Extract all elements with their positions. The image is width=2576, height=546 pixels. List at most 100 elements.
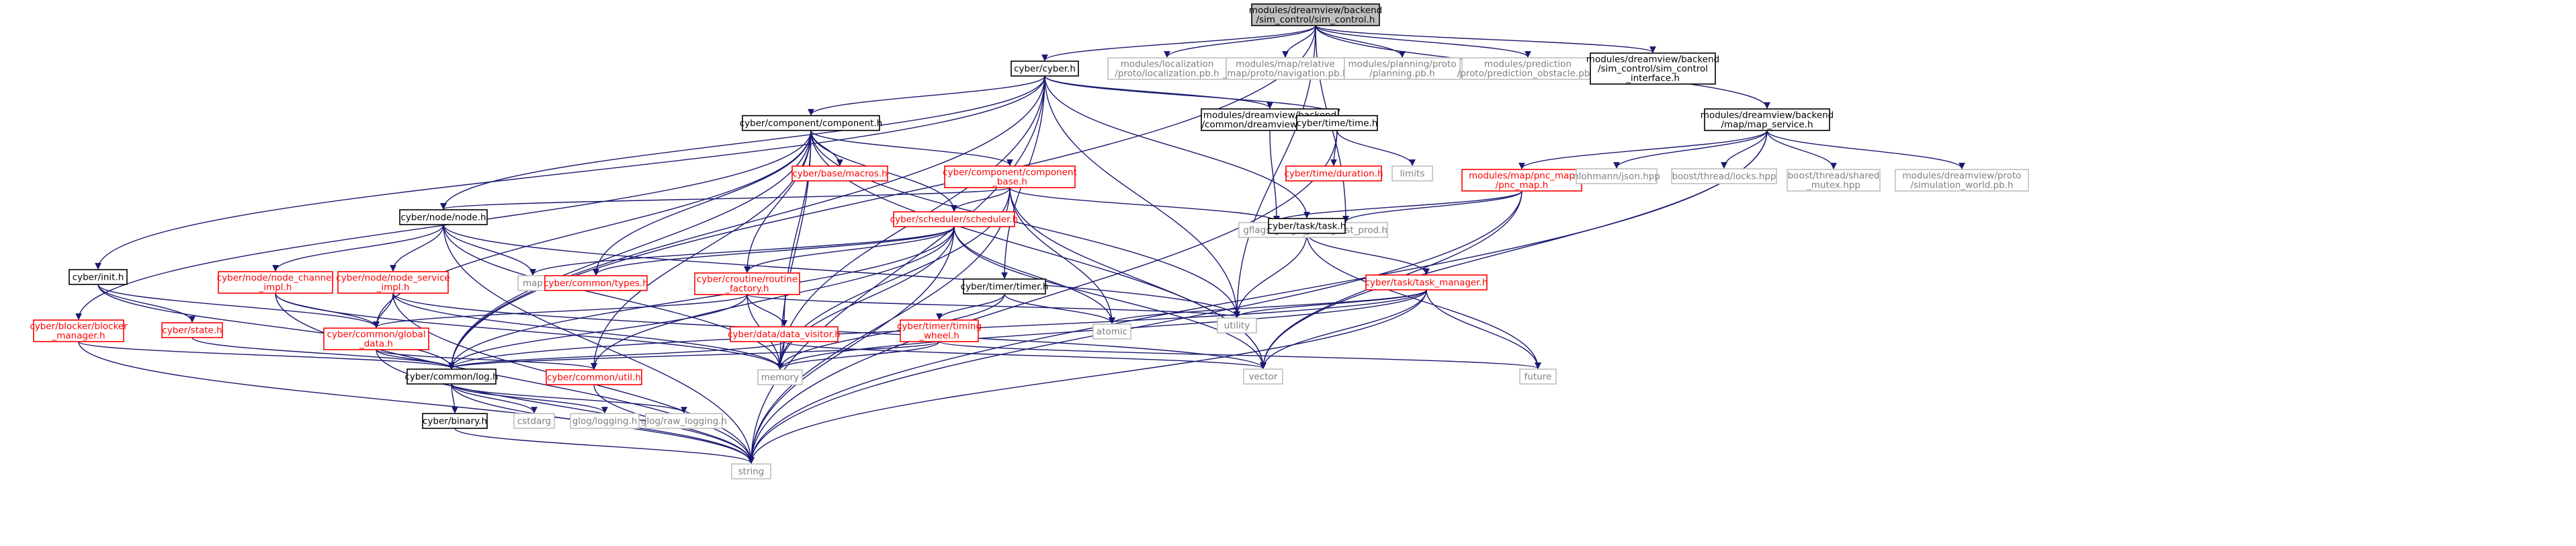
node-plan_pb: modules/planning/proto/planning.pb.h	[1344, 57, 1461, 80]
node-taskmgr[interactable]: cyber/task/task_manager.h	[1365, 274, 1488, 290]
edge-pncmap-to-gtest	[1342, 190, 1522, 223]
node-label-simworld-0: modules/dreamview/proto	[1903, 171, 2022, 182]
node-map: map	[517, 275, 548, 291]
edge-mapsvc-to-locks	[1721, 130, 1768, 169]
node-macros[interactable]: cyber/base/macros.h	[791, 165, 888, 182]
node-sharedmutex: boost/thread/shared_mutex.hpp	[1787, 169, 1881, 192]
node-label-limits-0: limits	[1400, 169, 1425, 180]
node-box-scheduler	[893, 211, 1015, 227]
node-label-compbase-0: cyber/component/component	[943, 167, 1077, 178]
edge-routine-to-utility	[746, 294, 1240, 318]
node-util[interactable]: cyber/common/util.h	[546, 369, 642, 385]
node-state[interactable]: cyber/state.h	[161, 322, 223, 338]
edge-log-to-cstdarg	[451, 383, 538, 414]
node-nodesvc[interactable]: cyber/node/node_service_impl.h	[336, 271, 450, 294]
node-box-types	[544, 275, 648, 291]
node-label-string-0: string	[738, 467, 765, 477]
edge-binary-to-string	[454, 428, 755, 464]
edge-mapsvc-to-pncmap	[1518, 130, 1768, 169]
node-box-blocker	[33, 319, 124, 342]
node-box-task_h	[1268, 218, 1346, 234]
node-init_h[interactable]: cyber/init.h	[69, 269, 128, 285]
node-box-nlohmann	[1576, 168, 1658, 184]
node-root[interactable]: modules/dreamview/backend/sim_control/si…	[1249, 3, 1382, 26]
node-memory: memory	[757, 369, 803, 385]
node-timingwheel[interactable]: cyber/timer/timing_wheel.h	[897, 319, 982, 342]
node-box-globaldata	[323, 327, 429, 350]
node-routine[interactable]: cyber/croutine/routine_factory.h	[694, 272, 800, 295]
node-simif[interactable]: modules/dreamview/backend/sim_control/si…	[1586, 52, 1719, 85]
node-box-log	[406, 368, 497, 385]
node-label-timingwheel-1: _wheel.h	[918, 331, 959, 342]
node-label-routine-1: _factory.h	[724, 284, 769, 295]
node-box-node_h	[399, 209, 488, 225]
node-nav_pb: modules/map/relative_map/proto/navigatio…	[1221, 57, 1348, 80]
node-box-mapsvc	[1704, 108, 1830, 131]
node-label-map-0: map	[523, 278, 543, 289]
node-duration[interactable]: cyber/time/duration.h	[1284, 165, 1383, 182]
node-label-simif-2: _interface.h	[1625, 73, 1680, 84]
node-label-future-0: future	[1525, 372, 1552, 383]
node-box-rawlog	[645, 413, 723, 429]
node-box-time_h	[1296, 115, 1378, 131]
edge-nodechan-to-string	[275, 292, 755, 464]
node-cyber_h[interactable]: cyber/cyber.h	[1011, 61, 1079, 77]
edge-routine-to-globaldata	[373, 294, 748, 328]
node-time_h[interactable]: cyber/time/time.h	[1296, 115, 1378, 131]
edge-timer-to-timingwheel	[936, 293, 1005, 320]
node-label-datavisitor-0: cyber/data/data_visitor.h	[728, 329, 841, 340]
node-compbase[interactable]: cyber/component/component_base.h	[943, 165, 1077, 188]
node-label-memory-0: memory	[761, 373, 799, 383]
node-box-simif	[1590, 52, 1716, 85]
node-label-simworld-1: /simulation_world.pb.h	[1910, 180, 2013, 191]
node-timer[interactable]: cyber/timer/timer.h	[961, 278, 1049, 295]
node-task_h[interactable]: cyber/task/task.h	[1268, 218, 1346, 234]
node-box-util	[546, 369, 642, 385]
node-label-vector-0: vector	[1249, 372, 1278, 383]
node-node_h[interactable]: cyber/node/node.h	[399, 209, 488, 225]
node-label-nodechan-0: cyber/node/node_channel	[217, 273, 335, 284]
edge-mapsvc-to-simworld	[1766, 130, 1965, 169]
edge-task_h-to-future	[1306, 233, 1541, 369]
node-box-nav_pb	[1226, 57, 1345, 80]
node-blocker[interactable]: cyber/blocker/blocker_manager.h	[30, 319, 128, 342]
node-box-future	[1519, 368, 1557, 385]
node-box-macros	[791, 165, 888, 182]
node-component[interactable]: cyber/component/component.h	[740, 115, 883, 131]
edge-node_h-to-memory	[443, 224, 783, 370]
node-label-sharedmutex-1: _mutex.hpp	[1806, 180, 1860, 191]
edge-blocker-to-log	[78, 341, 455, 369]
edge-init_h-to-globaldata	[97, 284, 380, 328]
node-mapsvc[interactable]: modules/dreamview/backend/map/map_servic…	[1701, 108, 1834, 131]
node-box-taskmgr	[1365, 274, 1488, 290]
node-label-mapsvc-1: /map/map_service.h	[1721, 120, 1813, 130]
edge-component-to-datavisitor	[781, 130, 812, 327]
edge-root-to-nav_pb	[1282, 25, 1316, 58]
nodes-layer: modules/dreamview/backend/sim_control/si…	[30, 3, 2029, 479]
node-scheduler[interactable]: cyber/scheduler/scheduler.h	[890, 211, 1019, 227]
node-nlohmann: nlohmann/json.hpp	[1573, 168, 1660, 184]
node-pncmap[interactable]: modules/map/pnc_map/pnc_map.h	[1461, 169, 1582, 192]
node-nodechan[interactable]: cyber/node/node_channel_impl.h	[217, 271, 335, 294]
edge-scheduler-to-string	[748, 226, 955, 464]
node-box-timer	[963, 278, 1046, 295]
node-types[interactable]: cyber/common/types.h	[544, 275, 648, 291]
node-box-timingwheel	[900, 319, 979, 342]
edge-log-to-binary	[451, 383, 458, 414]
node-binary[interactable]: cyber/binary.h	[422, 413, 488, 429]
edge-compbase-to-node_h	[440, 187, 1011, 210]
edge-nodesvc-to-globaldata	[373, 292, 394, 328]
node-label-routine-0: cyber/croutine/routine	[697, 274, 798, 285]
edge-task_h-to-utility	[1234, 233, 1307, 318]
edge-log-to-rawlog	[451, 383, 687, 414]
node-label-nodesvc-0: cyber/node/node_service	[336, 273, 449, 284]
edge-scheduler-to-util	[591, 226, 955, 370]
node-datavisitor[interactable]: cyber/data/data_visitor.h	[728, 326, 841, 342]
node-box-duration	[1285, 165, 1382, 182]
node-box-binary	[422, 413, 488, 429]
node-utility: utility	[1217, 317, 1257, 334]
node-box-utility	[1217, 317, 1257, 334]
node-globaldata[interactable]: cyber/common/global_data.h	[323, 327, 429, 350]
node-log[interactable]: cyber/common/log.h	[404, 368, 499, 385]
